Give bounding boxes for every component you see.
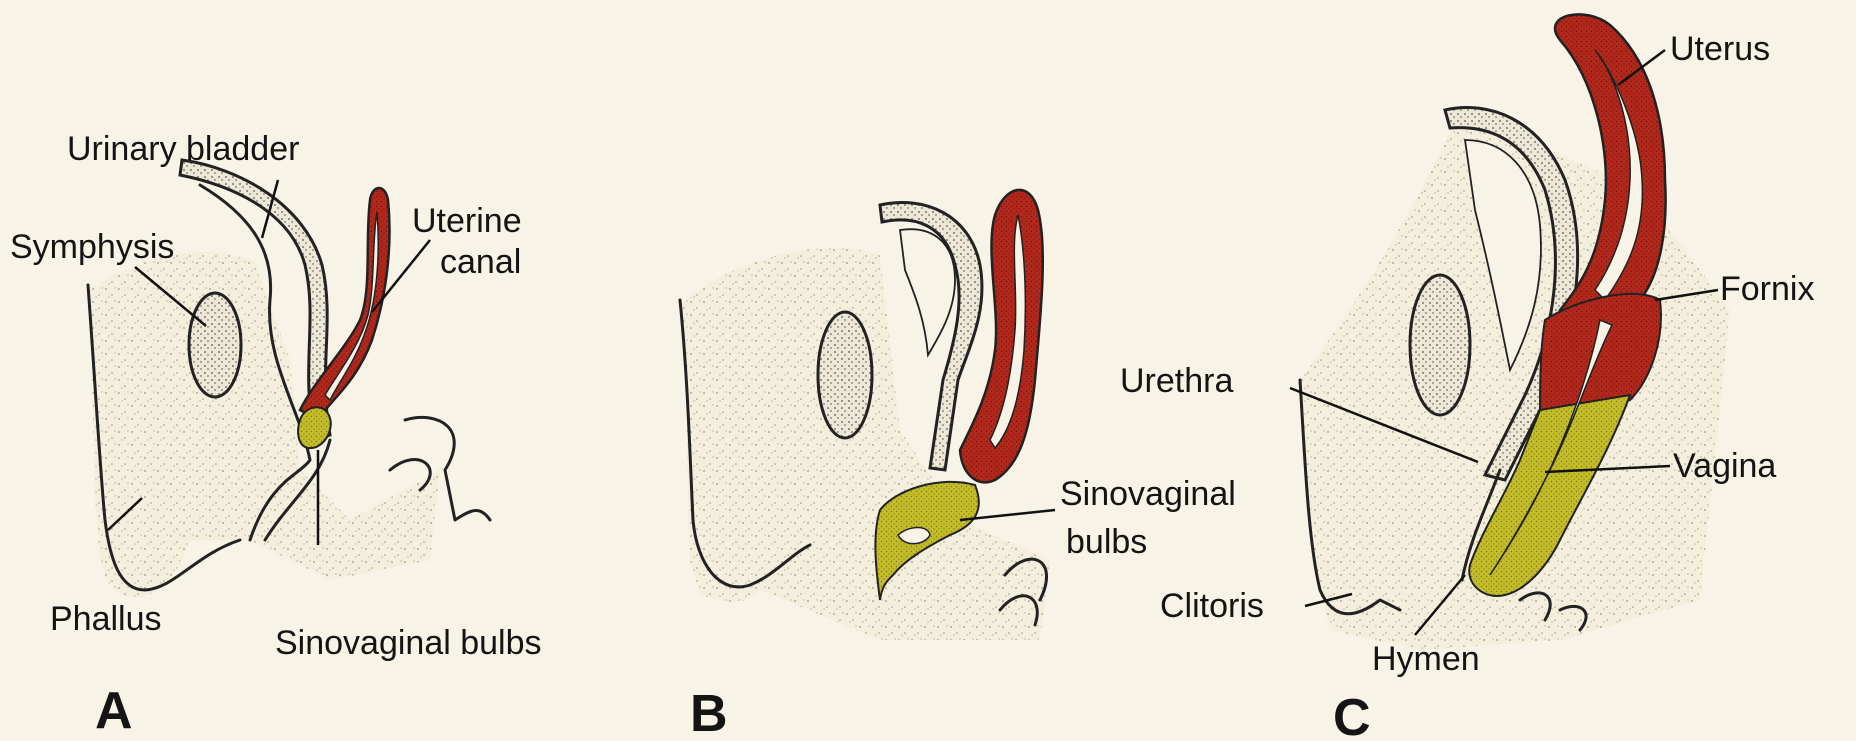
label-uterus: Uterus: [1670, 30, 1770, 68]
label-symphysis: Symphysis: [10, 228, 174, 266]
symphysis-a: [189, 293, 241, 397]
symphysis-b: [818, 312, 872, 438]
symphysis-c: [1410, 275, 1470, 415]
label-phallus: Phallus: [50, 600, 162, 638]
label-canal: canal: [440, 243, 521, 281]
label-urinary-bladder: Urinary bladder: [67, 130, 299, 168]
panel-b: Sinovaginal bulbs B: [680, 190, 1236, 741]
panel-c: Uterus Fornix Urethra Vagina Clitoris Hy…: [1120, 14, 1814, 741]
sinovaginal-bulbs-a: [298, 407, 331, 448]
label-clitoris: Clitoris: [1160, 587, 1264, 625]
panel-letter-a: A: [95, 682, 133, 740]
panel-letter-c: C: [1333, 689, 1371, 741]
label-sinovaginal-b-1: Sinovaginal: [1060, 475, 1236, 513]
label-hymen: Hymen: [1372, 640, 1480, 678]
label-uterine: Uterine: [412, 202, 522, 240]
panel-a: Urinary bladder Symphysis Uterine canal …: [10, 130, 542, 740]
perineal-tissue-a: [90, 252, 440, 598]
label-sinovaginal-bulbs-a: Sinovaginal bulbs: [275, 624, 542, 662]
label-fornix: Fornix: [1720, 270, 1814, 308]
label-urethra: Urethra: [1120, 362, 1233, 400]
bladder-inner-b: [900, 229, 955, 355]
label-vagina: Vagina: [1673, 447, 1776, 485]
panel-letter-b: B: [690, 685, 728, 741]
label-sinovaginal-b-2: bulbs: [1066, 523, 1147, 561]
